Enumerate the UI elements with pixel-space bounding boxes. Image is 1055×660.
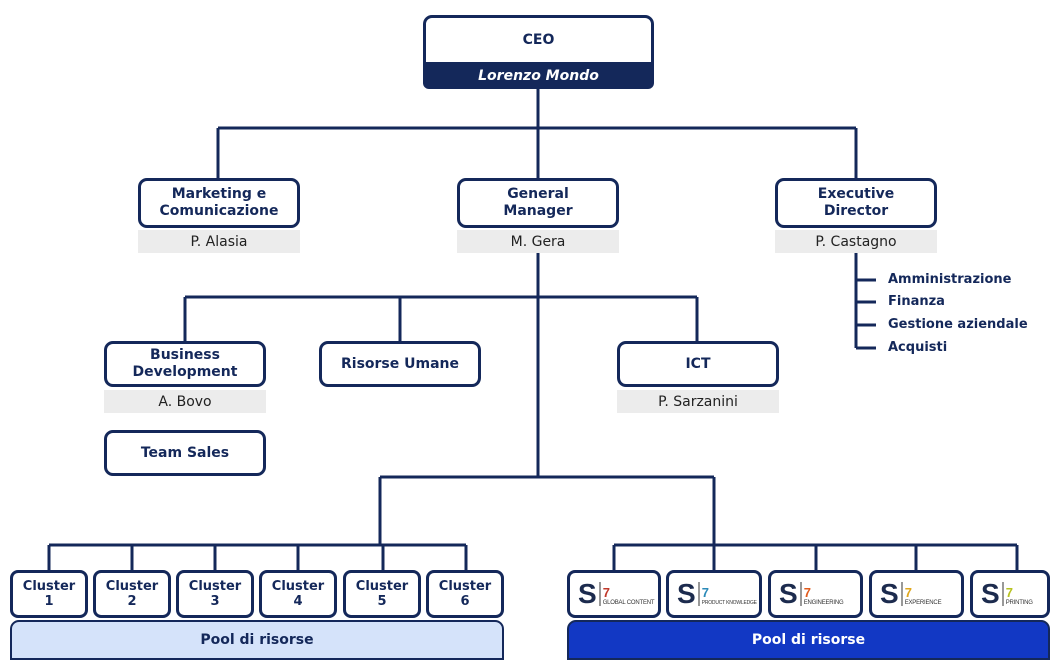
s7-logo-number: 7 [904,585,912,600]
unit-gestione-aziendale: Gestione aziendale [888,317,1028,332]
ict-title: ICT [685,355,711,372]
pool-right-label: Pool di risorse [751,632,866,648]
pool-left-label: Pool di risorse [200,632,314,648]
s7-logo-letter: S [981,578,1000,609]
s7-unit-label: PRINTING [1005,600,1033,606]
ceo-name: Lorenzo Mondo [423,63,654,89]
s7-unit-label: ENGINEERING [803,600,844,606]
cluster-number: 5 [377,594,387,609]
unit-acquisti: Acquisti [888,340,948,355]
cluster-number: 3 [210,594,220,609]
cluster-label: Cluster [271,579,325,594]
unit-amministrazione: Amministrazione [888,272,1012,287]
s7-logo-letter: S [779,578,798,609]
marketing-name: P. Alasia [138,230,300,253]
executive-director-box: Executive Director [775,178,937,228]
business-development-box: Business Development [104,341,266,387]
s7-unit-label: GLOBAL CONTENT [602,600,655,606]
cluster-label: Cluster [22,579,76,594]
cluster-label: Cluster [188,579,242,594]
s7-logo-letter: S [677,578,696,609]
ceo-title: CEO [522,31,555,48]
ict-box: ICT [617,341,779,387]
general-manager-title: General Manager [503,186,573,219]
cluster-label: Cluster [105,579,159,594]
marketing-box: Marketing e Comunicazione [138,178,300,228]
s7-logo-number: 7 [803,585,811,600]
s7-logo-number: 7 [701,585,709,600]
marketing-title: Marketing e Comunicazione [159,186,279,219]
s7-unit-label: PRODUCT KNOWLEDGE [701,600,757,606]
executive-director-name: P. Castagno [775,230,937,253]
s7-logo-letter: S [578,578,597,609]
risorse-umane-box: Risorse Umane [319,341,481,387]
s7-logo-letter: S [880,578,899,609]
cluster-number: 2 [127,594,137,609]
s7-logo-number: 7 [1005,585,1013,600]
s7-logo-number: 7 [602,585,610,600]
business-development-title: Business Development [132,347,238,380]
s7-unit-label: EXPERIENCE [904,600,942,606]
general-manager-box: General Manager [457,178,619,228]
business-development-name: A. Bovo [104,390,266,413]
cluster-number: 1 [44,594,54,609]
team-sales-title: Team Sales [140,444,230,461]
cluster-number: 6 [460,594,470,609]
cluster-label: Cluster [355,579,409,594]
cluster-label: Cluster [438,579,492,594]
cluster-number: 4 [293,594,303,609]
ceo-box: CEO [423,15,654,65]
executive-director-title: Executive Director [817,186,895,219]
pool-resources-right: Pool di risorse [567,620,1050,660]
ict-name: P. Sarzanini [617,390,779,413]
risorse-umane-title: Risorse Umane [340,355,459,372]
team-sales-box: Team Sales [104,430,266,476]
general-manager-name: M. Gera [457,230,619,253]
pool-resources-left: Pool di risorse [10,620,504,660]
unit-finanza: Finanza [888,294,945,309]
